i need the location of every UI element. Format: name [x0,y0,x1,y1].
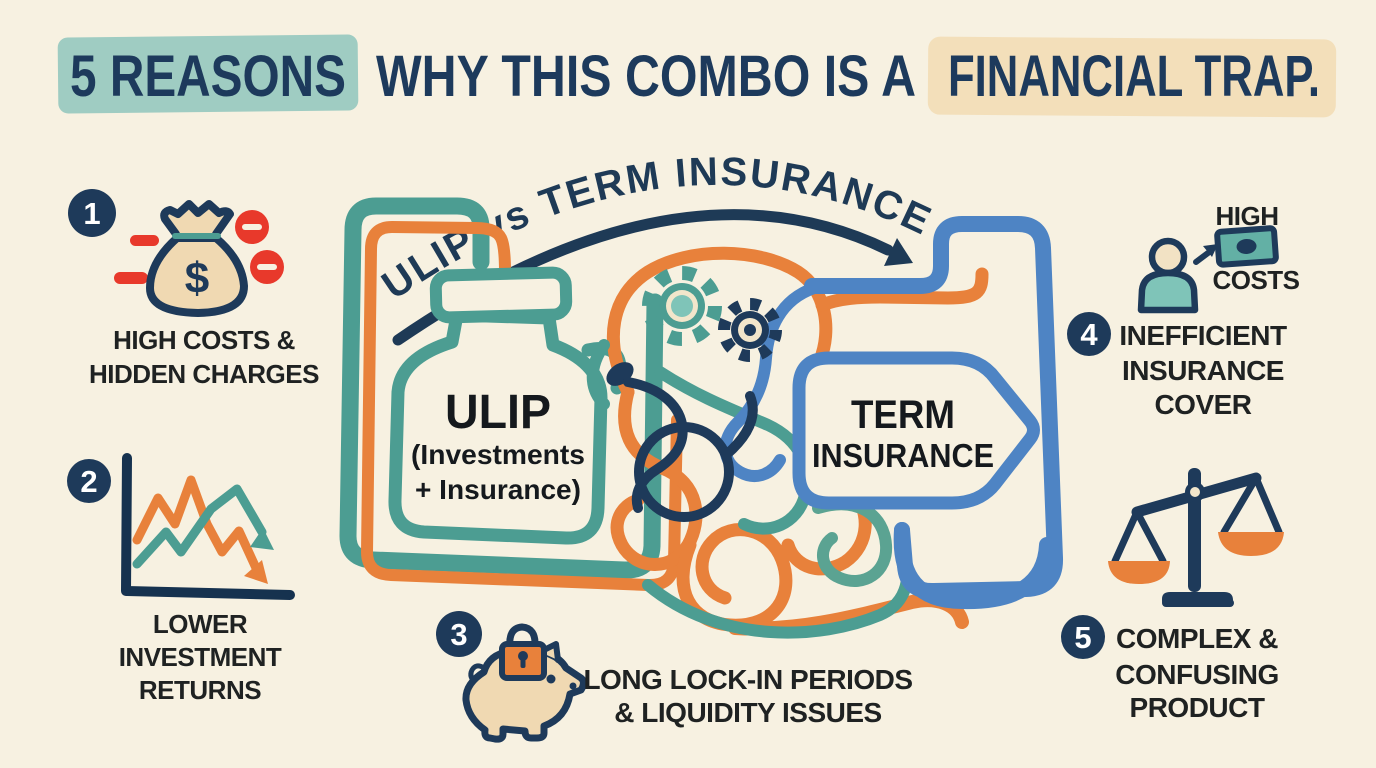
reason-4: HIGH COSTS 4 INEFFICIENT INSURANCE COVER [1067,201,1300,420]
person-head [1148,237,1188,277]
payout-arrow-shaft [1193,250,1211,265]
scale-pivot-dot [1190,487,1200,497]
reason-1-line-1: HIGH COSTS & [113,325,295,355]
gear-teal-icon [642,266,722,346]
ulip-container: ULIP (Investments + Insurance) [339,197,683,592]
reason-4-line-1: INEFFICIENT [1119,320,1287,351]
reason-4-callout-line-1: HIGH [1216,201,1279,231]
reason-2-line-1: LOWER [153,609,248,639]
title-highlight-peach [927,36,1337,118]
red-dash-1 [130,235,159,246]
chart-axes [121,453,295,600]
reason-5-number: 5 [1074,620,1091,655]
term-container: TERM INSURANCE [792,216,1063,610]
gear-teal-center [671,295,693,317]
person-payout-icon: HIGH COSTS [1137,201,1300,314]
stethoscope-loop [634,422,734,522]
stethoscope [606,362,758,522]
reason-4-line-2: INSURANCE [1122,355,1284,386]
reason-2-number: 2 [80,464,97,499]
lock-keyhole [518,651,528,661]
term-label-line-2: INSURANCE [812,437,994,474]
chart-line-teal [132,484,267,569]
reason-4-callout-line-2: COSTS [1212,265,1299,295]
bag-knot [160,200,234,238]
tangle-orange-strand-right [815,267,989,312]
person-body [1137,269,1199,314]
reason-3: 3 LONG LOCK-IN PERIODS & LIQUIDITY ISSUE… [436,611,913,743]
tangle-blue-strand [719,282,820,482]
scale-right-strings [1220,474,1283,536]
reason-3-line-1: LONG LOCK-IN PERIODS [583,664,912,695]
reason-5: 5 COMPLEX & CONFUSING PRODUCT [1061,468,1284,723]
banknote-center [1236,238,1257,254]
reason-5-line-1: COMPLEX & [1116,623,1278,654]
money-bag-icon: $ [114,200,284,317]
payout-arrow-head [1203,244,1218,257]
banknote-icon [1214,225,1279,268]
reason-3-number: 3 [450,617,467,652]
title-part-2: WHY THIS COMBO IS A [376,44,916,109]
reason-1: 1 $ HIGH COSTS & HIDDEN CHARGES [68,189,320,389]
reason-3-number-badge [436,611,482,657]
reason-2-line-3: RETURNS [139,675,261,705]
piggy-nostril [569,682,577,690]
declining-chart-icon [121,453,295,600]
reason-2-number-badge [67,459,111,503]
tangle-teal-stub [586,339,610,410]
bag-dollar-sign: $ [185,254,209,303]
stethoscope-tail [721,391,758,460]
lock-shackle [506,623,539,652]
chart-line-orange [132,475,261,573]
bag-body [146,234,248,317]
chart-arrow-orange [244,560,268,584]
reason-5-number-badge [1061,615,1105,659]
title-highlight-teal [57,34,359,114]
gear-teal-teeth [642,266,722,346]
balance-scale-icon [1108,468,1284,607]
term-arrow-box [792,351,1040,510]
piggy-eye [546,674,556,684]
ulip-sub-line-1: (Investments [411,439,585,470]
curved-arrow-head [884,238,913,266]
reason-4-number-badge [1067,312,1111,356]
reason-3-line-2: & LIQUIDITY ISSUES [614,697,881,728]
ulip-label: ULIP [445,386,551,439]
title-part-1: 5 REASONS [70,44,346,109]
reason-1-line-2: HIDDEN CHARGES [89,359,319,389]
reason-1-number: 1 [83,196,100,231]
jar-cap [429,266,573,324]
piggy-body [462,646,587,743]
reason-4-line-3: COVER [1154,389,1251,420]
title-banner: 5 REASONS WHY THIS COMBO IS A FINANCIAL … [57,34,1337,118]
reason-4-number: 4 [1080,317,1098,352]
lock-keyhole-stem [520,658,526,668]
reason-5-line-3: PRODUCT [1130,692,1265,723]
locked-piggy-bank-icon [462,623,587,743]
reason-1-number-badge [68,189,116,237]
scale-left-strings [1111,508,1167,565]
ulip-frame-teal [339,197,664,579]
ulip-jar: ULIP (Investments + Insurance) [388,266,627,545]
red-dash-2 [114,272,148,284]
term-label-line-1: TERM [851,393,955,437]
red-minus-bar-1 [242,224,262,230]
term-frame-blue-loop [893,522,1055,610]
gear-navy-center [744,324,756,336]
reason-2-line-2: INVESTMENT [119,642,282,672]
scale-base-bar [1162,599,1234,607]
title-part-3: FINANCIAL TRAP. [948,44,1320,109]
scale-left-pan [1108,561,1170,584]
tangle-orange-left [610,385,703,571]
chart-arrow-teal [250,528,274,550]
reason-5-line-2: CONFUSING [1115,659,1279,690]
reason-2: 2 LOWER INVESTMENT RETURNS [67,453,295,705]
gear-navy-icon [718,298,782,362]
gear-navy-teeth [718,298,782,362]
ulip-sub-line-2: + Insurance) [415,474,581,505]
scale-right-pan [1218,532,1284,556]
red-minus-bar-2 [257,264,277,270]
